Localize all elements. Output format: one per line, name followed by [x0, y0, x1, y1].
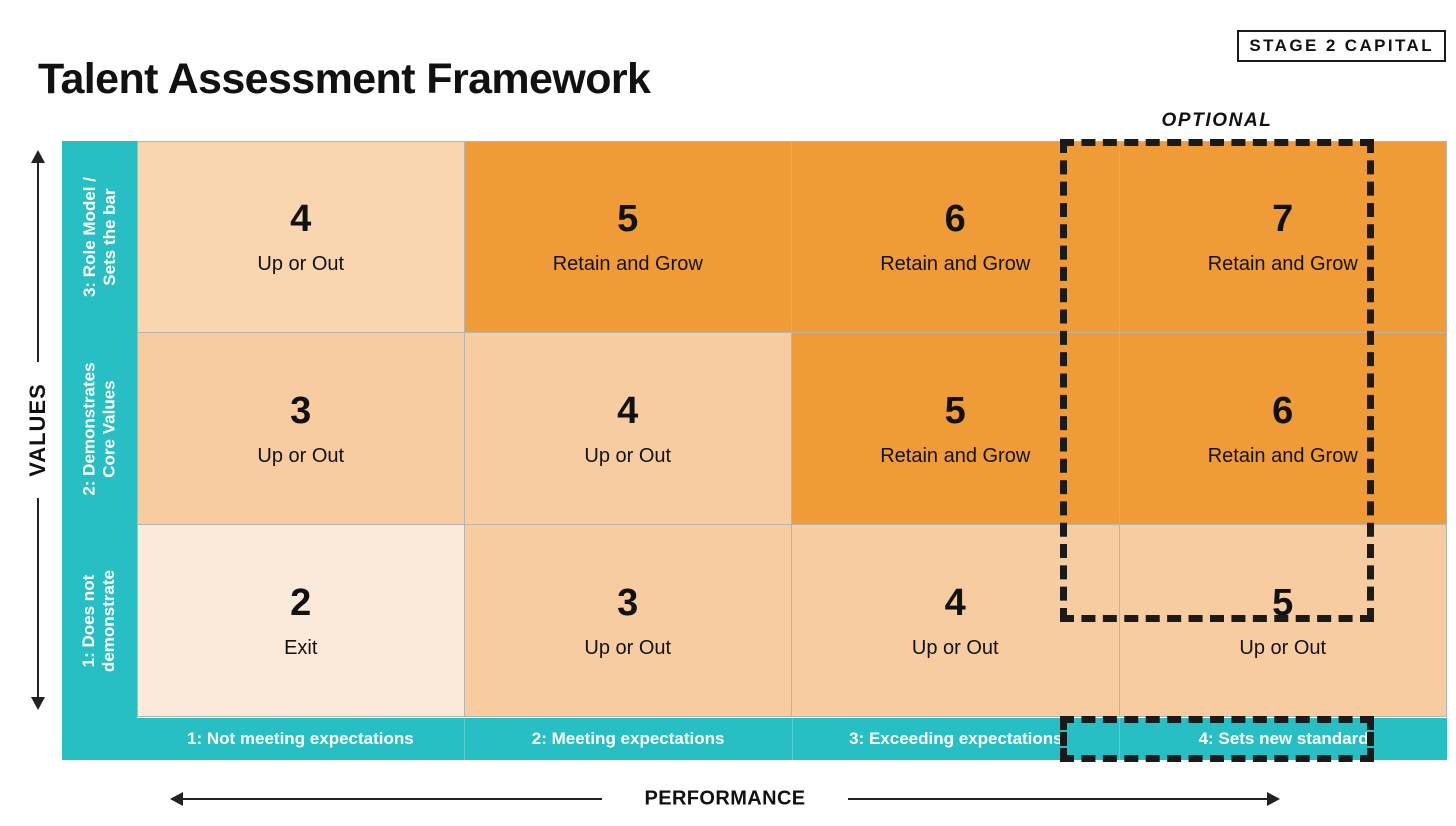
- row-header-line1: 3: Role Model /: [79, 177, 99, 297]
- row-header-line2: Core Values: [99, 380, 119, 478]
- cell-action-label: Retain and Grow: [1207, 444, 1358, 467]
- cell-action-label: Up or Out: [257, 253, 345, 275]
- values-axis-line-upper: [37, 162, 39, 362]
- cell-score: 4: [617, 389, 639, 432]
- cell-score: 5: [1272, 581, 1294, 624]
- values-axis-line-lower: [37, 498, 39, 698]
- matrix-cell-r3-c4[interactable]: 5 Up or Out: [1119, 525, 1447, 717]
- row-header-label: 3: Role Model /Sets the bar: [79, 177, 119, 297]
- brand-logo: STAGE 2 CAPITAL: [1237, 30, 1446, 62]
- cell-action-label: Retain and Grow: [880, 444, 1031, 467]
- optional-caption: OPTIONAL: [1161, 110, 1273, 131]
- matrix-cell-r2-c1[interactable]: 3 Up or Out: [137, 333, 465, 525]
- cell-score: 7: [1272, 198, 1294, 240]
- values-axis: VALUES: [14, 150, 62, 710]
- cell-action-label: Up or Out: [584, 444, 672, 467]
- cell-action-label: Up or Out: [1239, 636, 1327, 659]
- matrix-cell-r1-c1[interactable]: 4 Up or Out: [137, 141, 465, 333]
- row-header-column: 3: Role Model /Sets the bar 2: Demonstrat…: [62, 141, 137, 760]
- column-header-2[interactable]: 2: Meeting expectations: [465, 718, 793, 760]
- cell-score: 2: [290, 581, 312, 624]
- cell-action-label: Retain and Grow: [552, 253, 703, 275]
- values-arrow-down-icon: [31, 697, 45, 710]
- values-axis-label: VALUES: [25, 383, 50, 477]
- cell-score: 4: [290, 198, 312, 240]
- row-header-line2: Sets the bar: [99, 188, 119, 286]
- cell-score: 5: [617, 198, 639, 240]
- column-header-1[interactable]: 1: Not meeting expectations: [137, 718, 465, 760]
- page-title: Talent Assessment Framework: [38, 55, 651, 103]
- cell-action-label: Up or Out: [584, 636, 672, 659]
- cell-score: 3: [617, 581, 639, 624]
- cell-score: 5: [944, 389, 966, 432]
- row-header-1: 3: Role Model /Sets the bar: [62, 141, 137, 333]
- performance-axis-label: PERFORMANCE: [630, 787, 820, 811]
- column-header-3[interactable]: 3: Exceeding expectations: [793, 718, 1121, 760]
- cell-action-label: Up or Out: [257, 444, 345, 467]
- values-arrow-up-icon: [31, 150, 45, 163]
- performance-axis-line-right: [848, 798, 1268, 800]
- cell-action-label: Up or Out: [911, 636, 999, 659]
- row-header-line2: demonstrate: [99, 569, 119, 673]
- cell-score: 6: [944, 198, 966, 240]
- performance-arrow-left-icon: [170, 792, 183, 806]
- performance-arrow-right-icon: [1267, 792, 1280, 806]
- performance-axis: PERFORMANCE: [170, 778, 1280, 820]
- cell-score: 3: [290, 389, 312, 432]
- matrix-cell-r2-c2[interactable]: 4 Up or Out: [464, 333, 792, 525]
- row-header-line1: 1: Does not: [79, 574, 99, 668]
- column-header-4[interactable]: 4: Sets new standard: [1198, 729, 1369, 748]
- matrix-cell-r3-c2[interactable]: 3 Up or Out: [464, 525, 792, 717]
- cell-action-label: Retain and Grow: [880, 253, 1031, 275]
- matrix-cell-r3-c3[interactable]: 4 Up or Out: [792, 525, 1120, 717]
- cell-score: 4: [944, 581, 966, 624]
- cell-action-label: Exit: [284, 636, 318, 659]
- cell-score: 6: [1272, 389, 1294, 432]
- performance-axis-line-left: [182, 798, 602, 800]
- cell-action-label: Retain and Grow: [1207, 253, 1358, 275]
- row-header-line1: 2: Demonstrates: [79, 362, 99, 496]
